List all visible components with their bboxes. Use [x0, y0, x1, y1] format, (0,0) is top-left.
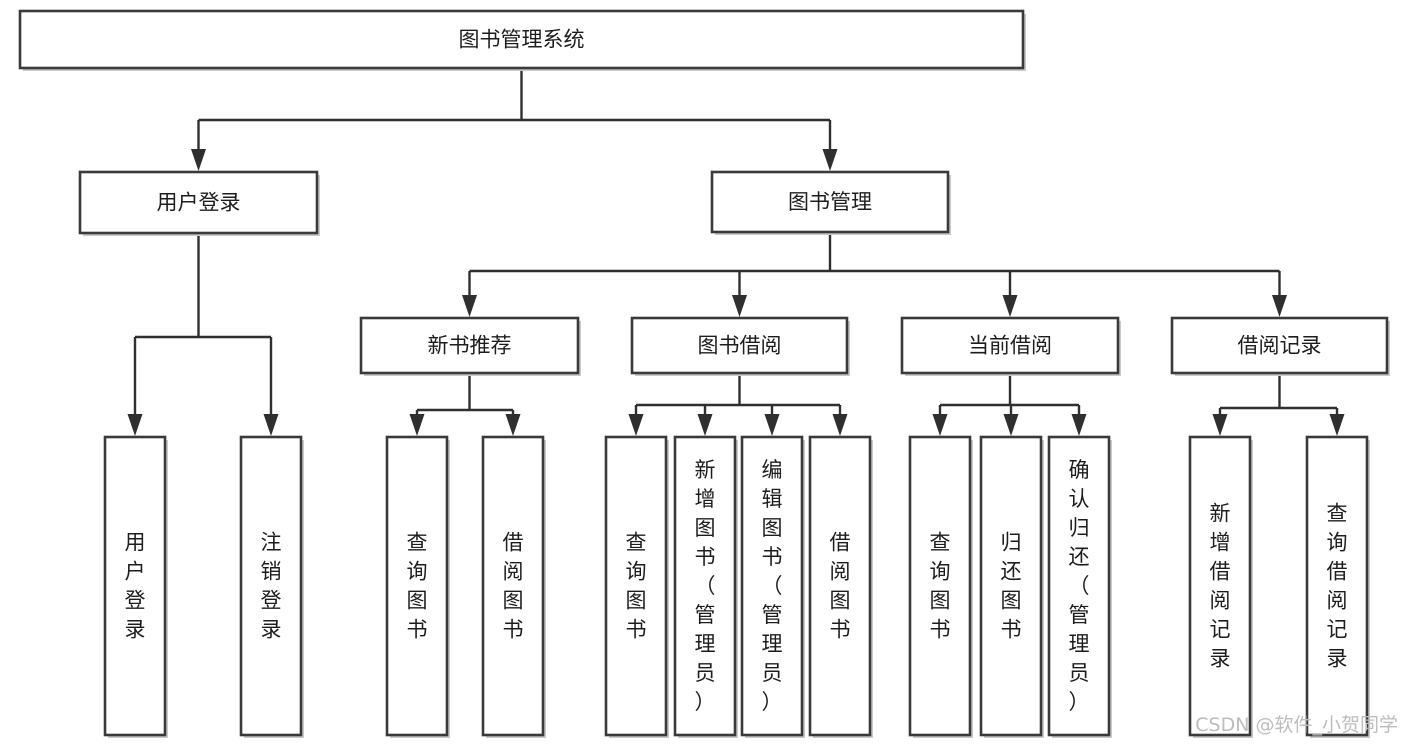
node-label: 用户登录: [157, 191, 241, 215]
node-label: 新书推荐: [428, 334, 512, 358]
box-outline: [673, 435, 737, 737]
box-outline: [908, 435, 972, 737]
box-outline: [359, 316, 580, 375]
node-label: 查询借阅记录: [1327, 502, 1348, 671]
node-label: 查询图书: [930, 531, 951, 642]
node-leaf-查询借阅记录[interactable]: 查询借阅记录: [1305, 435, 1370, 738]
node-level3-新书推荐[interactable]: 新书推荐: [359, 316, 581, 376]
node-level3-图书借阅[interactable]: 图书借阅: [630, 316, 850, 376]
box-outline: [103, 435, 167, 737]
box-outline: [18, 9, 1025, 70]
node-leaf-借阅图书[interactable]: 借阅图书: [808, 435, 873, 738]
node-label: 借阅图书: [503, 531, 524, 642]
box-outline: [481, 435, 545, 737]
box-outline: [1047, 435, 1111, 737]
node-leaf-编辑图书（管理员）[interactable]: 编辑图书（管理员）: [740, 435, 805, 738]
box-outline: [239, 435, 303, 737]
box-outline: [385, 435, 449, 737]
node-leaf-查询图书[interactable]: 查询图书: [604, 435, 669, 738]
node-label: 查询图书: [407, 531, 428, 642]
box-outline: [808, 435, 872, 737]
node-leaf-归还图书[interactable]: 归还图书: [979, 435, 1044, 738]
box-outline: [710, 170, 950, 234]
node-label: 新增借阅记录: [1210, 502, 1231, 671]
node-leaf-查询图书[interactable]: 查询图书: [385, 435, 450, 738]
box-outline: [1170, 316, 1389, 375]
node-level2-用户登录[interactable]: 用户登录: [78, 170, 320, 236]
node-level3-借阅记录[interactable]: 借阅记录: [1170, 316, 1390, 376]
node-level2-图书管理[interactable]: 图书管理: [710, 170, 951, 235]
node-leaf-新增借阅记录[interactable]: 新增借阅记录: [1188, 435, 1253, 738]
node-label: 借阅图书: [830, 531, 851, 642]
node-label: 查询图书: [626, 531, 647, 642]
node-leaf-借阅图书[interactable]: 借阅图书: [481, 435, 546, 738]
node-root-图书管理系统[interactable]: 图书管理系统: [18, 9, 1026, 71]
node-label: 借阅记录: [1238, 334, 1322, 358]
node-label: 当前借阅: [968, 334, 1052, 358]
node-label: 编辑图书（管理员）: [762, 458, 783, 714]
box-outline: [900, 316, 1120, 375]
node-layer: 图书管理系统用户登录图书管理新书推荐图书借阅当前借阅借阅记录用户登录注销登录查询…: [18, 9, 1390, 738]
box-outline: [979, 435, 1043, 737]
box-outline: [630, 316, 849, 375]
node-label: 注销登录: [261, 531, 282, 642]
node-leaf-新增图书（管理员）[interactable]: 新增图书（管理员）: [673, 435, 738, 738]
node-label: 用户登录: [125, 531, 146, 642]
node-leaf-确认归还（管理员）[interactable]: 确认归还（管理员）: [1047, 435, 1112, 738]
box-outline: [604, 435, 668, 737]
node-label: 图书管理: [788, 190, 872, 214]
node-label: 归还图书: [1001, 531, 1022, 642]
connector-layer: [127, 68, 1345, 436]
node-label: 确认归还（管理员）: [1069, 458, 1090, 714]
node-level3-当前借阅[interactable]: 当前借阅: [900, 316, 1121, 376]
node-leaf-查询图书[interactable]: 查询图书: [908, 435, 973, 738]
node-label: 新增图书（管理员）: [695, 458, 716, 714]
box-outline: [78, 170, 319, 235]
box-outline: [1188, 435, 1252, 737]
csdn-watermark: CSDN @软件_小贺同学: [1195, 714, 1398, 736]
box-outline: [740, 435, 804, 737]
node-label: 图书管理系统: [459, 28, 585, 52]
box-outline: [1305, 435, 1369, 737]
node-leaf-注销登录[interactable]: 注销登录: [239, 435, 304, 738]
node-leaf-用户登录[interactable]: 用户登录: [103, 435, 168, 738]
node-label: 图书借阅: [698, 334, 782, 358]
